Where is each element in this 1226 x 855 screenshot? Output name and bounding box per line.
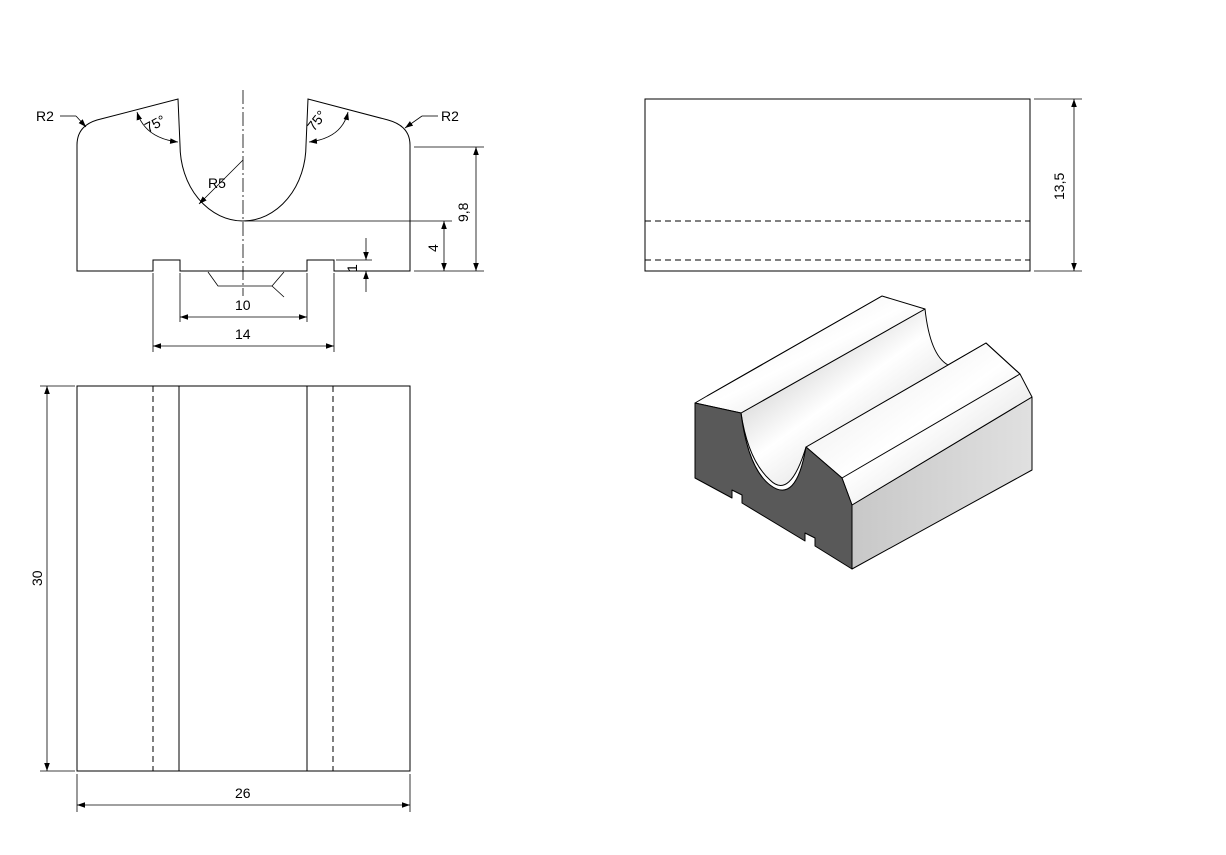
label-r2-left: R2 — [36, 108, 54, 124]
iso-right-top-back — [985, 342, 1021, 375]
angle-arc-right — [308, 111, 349, 144]
label-dim-14: 14 — [235, 326, 251, 342]
label-r2-right: R2 — [441, 108, 459, 124]
iso-front-face — [694, 402, 853, 570]
iso-left-edge-highlight — [706, 295, 883, 397]
label-dim-30: 30 — [29, 570, 45, 586]
angle-arc-left — [136, 111, 179, 144]
front-view-outline — [76, 98, 411, 272]
label-r5: R5 — [208, 175, 226, 191]
leader-r2-right-diag — [404, 115, 423, 129]
label-dim-26: 26 — [235, 785, 251, 801]
groove-leader-tick2 — [271, 285, 285, 298]
label-dim-4: 4 — [425, 244, 441, 252]
label-dim-10: 10 — [235, 297, 251, 313]
iso-right-edge-highlight — [841, 373, 1021, 479]
front-view: R2 R2 75° 75° R5 1 4 9,8 — [36, 90, 484, 352]
iso-slot-surface — [740, 308, 987, 486]
top-view: 30 26 — [29, 385, 411, 812]
label-dim-1: 1 — [344, 264, 360, 272]
side-view-outline — [644, 98, 1031, 272]
label-angle-left: 75° — [142, 112, 168, 136]
label-dim-9-8: 9,8 — [455, 202, 471, 222]
groove-leader-tick1 — [271, 271, 285, 287]
leader-r2-left-diag — [75, 115, 87, 128]
groove-leader — [207, 271, 272, 287]
side-view: 13,5 — [644, 98, 1082, 272]
isometric-view — [694, 295, 1033, 570]
top-view-outline — [76, 385, 411, 772]
label-dim-13-5: 13,5 — [1051, 173, 1067, 200]
leader-r5 — [198, 159, 244, 205]
